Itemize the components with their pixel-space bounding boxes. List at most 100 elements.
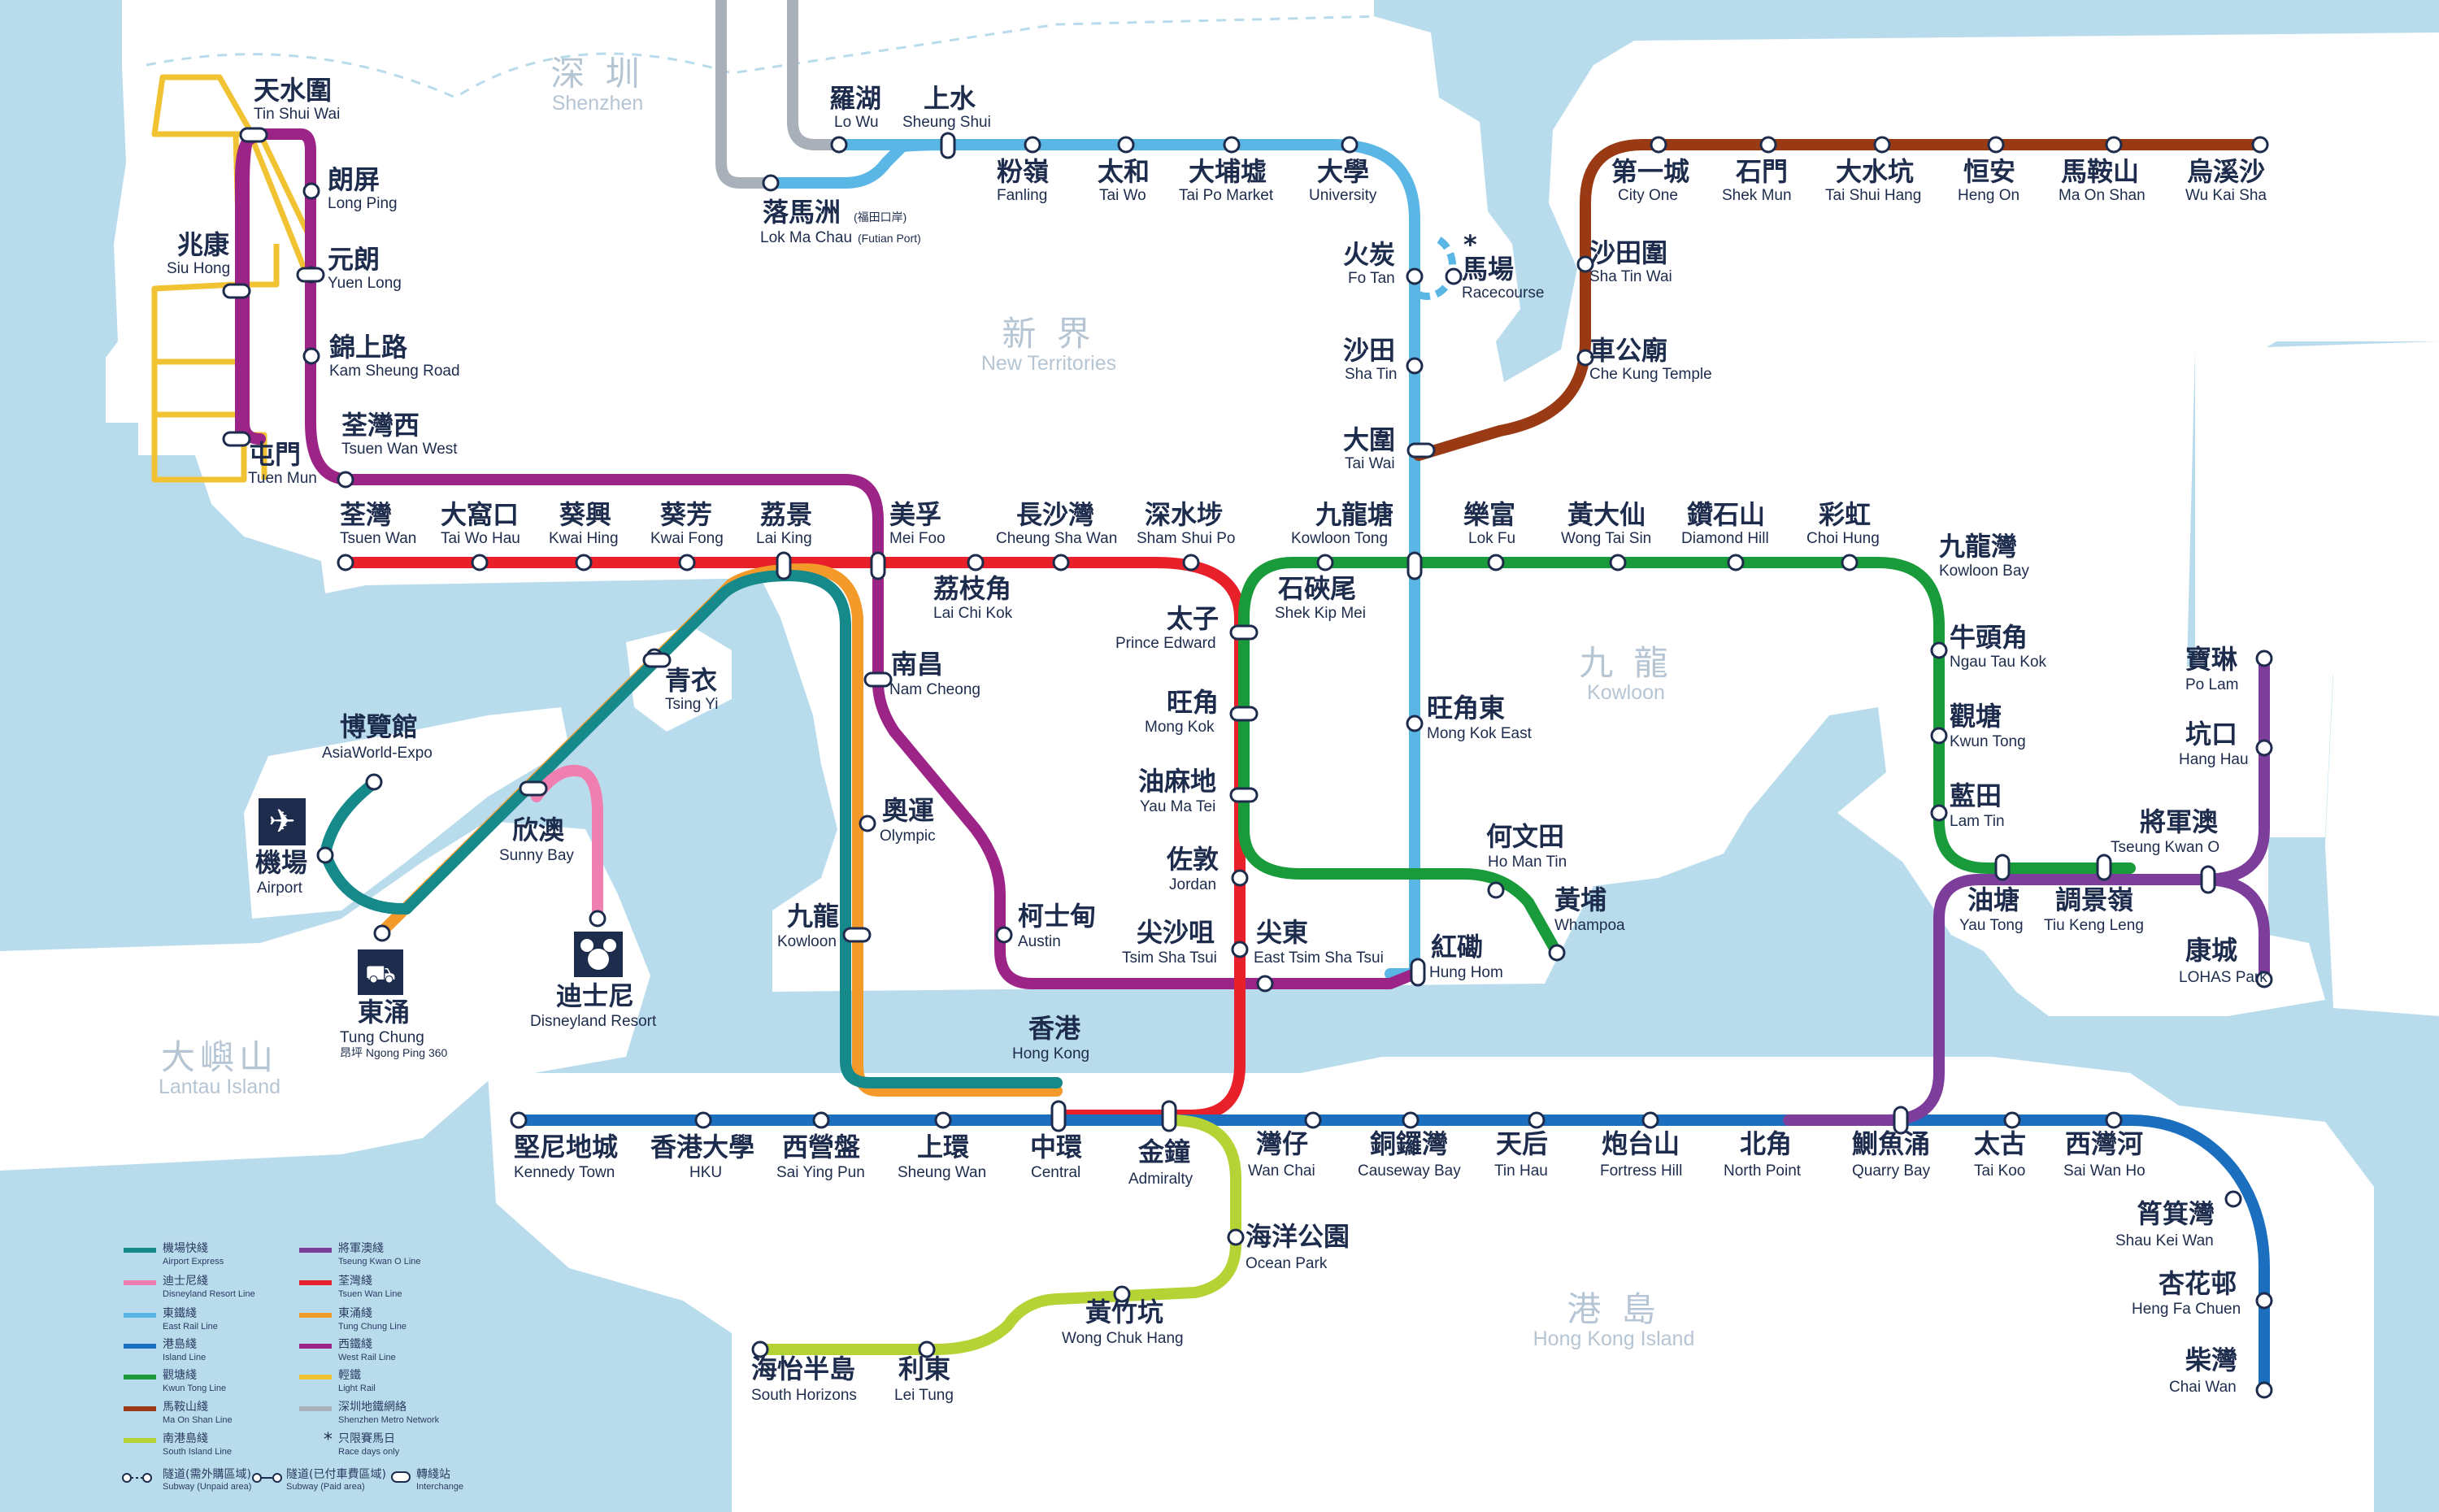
station-name-zh: 荔景 bbox=[760, 499, 812, 530]
station-name-zh: 鑽石山 bbox=[1687, 499, 1765, 530]
station-lok-ma-chau[interactable]: 落馬洲(福田口岸)Lok Ma Chau(Futian Port) bbox=[760, 197, 921, 246]
legend-label-en: Ma On Shan Line bbox=[163, 1415, 233, 1425]
legend-label-zh: 荃灣綫 bbox=[338, 1274, 372, 1288]
light-rail-route bbox=[151, 74, 316, 483]
station-name-en: Kowloon Tong bbox=[1291, 530, 1388, 547]
interchange bbox=[296, 267, 325, 283]
